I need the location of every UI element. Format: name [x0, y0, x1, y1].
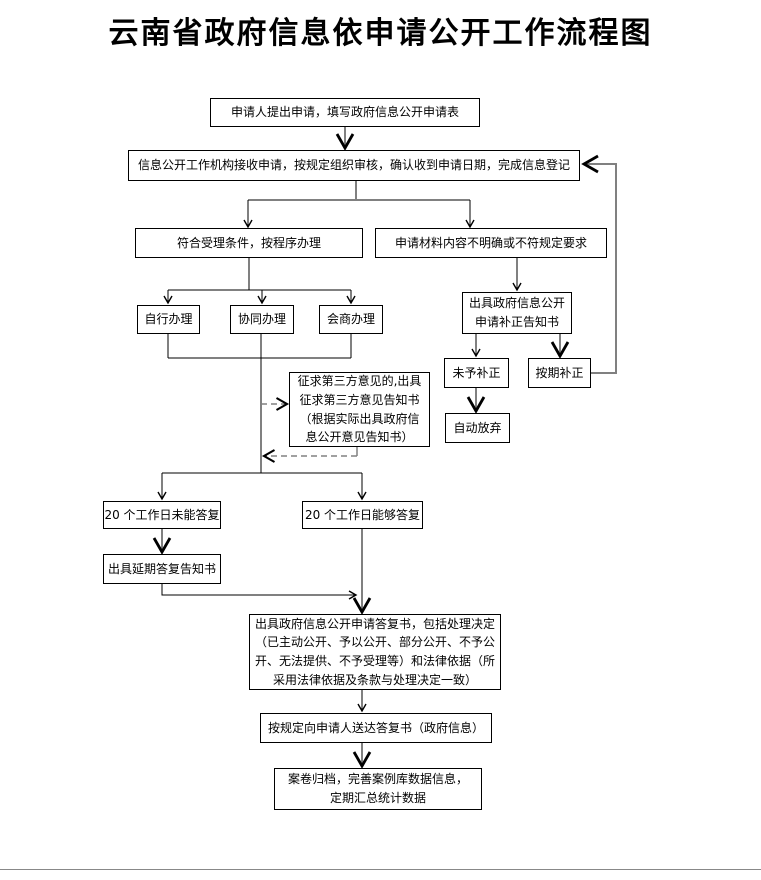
- node-qualify: 符合受理条件，按程序办理: [135, 228, 363, 258]
- node-deliver: 按规定向申请人送达答复书（政府信息）: [260, 713, 492, 743]
- diagram-title: 云南省政府信息依申请公开工作流程图: [108, 16, 653, 51]
- node-consult-handle: 会商办理: [319, 305, 383, 334]
- node-archive: 案卷归档，完善案例库数据信息，定期汇总统计数据: [274, 768, 482, 810]
- node-third-party: 征求第三方意见的,出具征求第三方意见告知书（根据实际出具政府信息公开意见告知书）: [289, 372, 430, 447]
- node-ontime-supplement: 按期补正: [528, 358, 591, 388]
- node-receive: 信息公开工作机构接收申请，按规定组织审核，确认收到申请日期，完成信息登记: [128, 150, 580, 181]
- node-self-handle: 自行办理: [137, 305, 200, 334]
- node-delay-notice: 出具延期答复告知书: [103, 554, 221, 584]
- node-supplement-notice: 出具政府信息公开申请补正告知书: [462, 292, 572, 334]
- arrow-delay-join: [161, 584, 358, 600]
- arrow-feedback-to-receive: [581, 154, 617, 374]
- node-reply-doc: 出具政府信息公开申请答复书，包括处理决定（已主动公开、予以公开、部分公开、不予公…: [249, 614, 501, 690]
- node-auto-abandon: 自动放弃: [445, 413, 510, 443]
- node-co-handle: 协同办理: [230, 305, 294, 334]
- node-late-reply: 20 个工作日未能答复: [103, 501, 221, 529]
- node-able-reply: 20 个工作日能够答复: [302, 501, 423, 529]
- node-apply: 申请人提出申请，填写政府信息公开申请表: [210, 98, 480, 127]
- node-unclear: 申请材料内容不明确或不符规定要求: [375, 228, 607, 258]
- page-bottom-edge: [0, 869, 761, 870]
- node-no-supplement: 未予补正: [444, 358, 509, 388]
